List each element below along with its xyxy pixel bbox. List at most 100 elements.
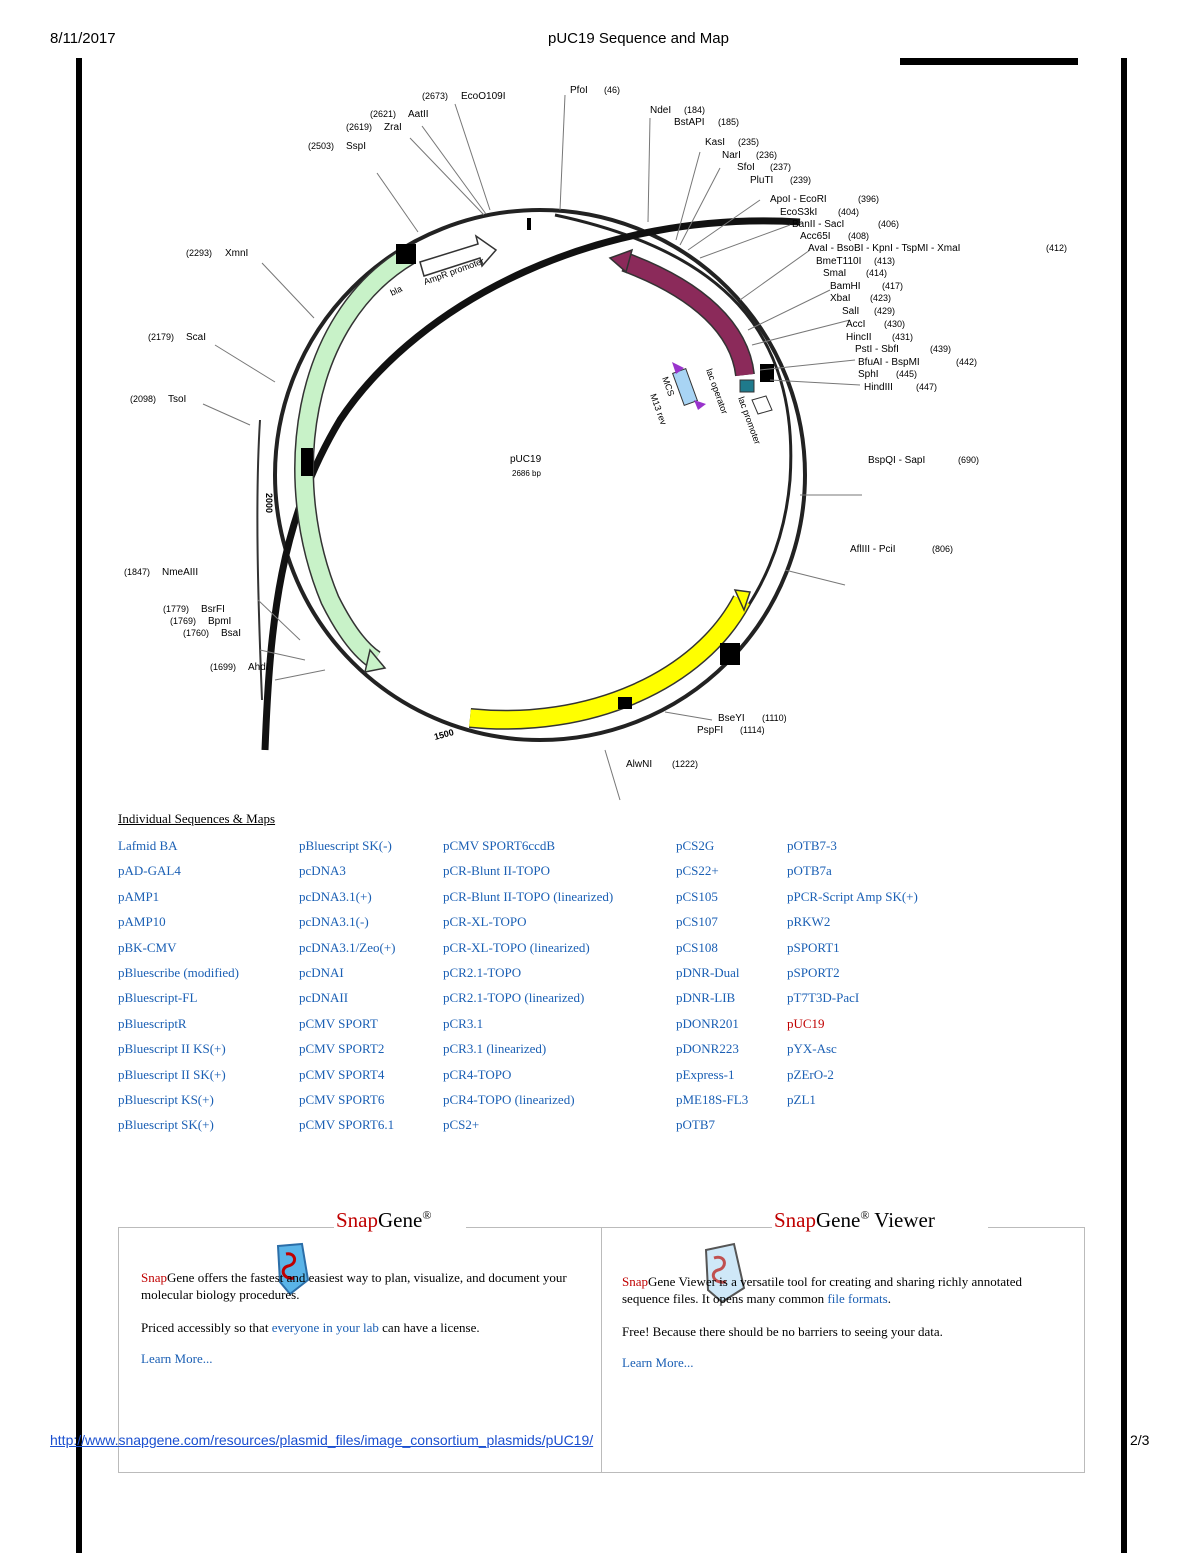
- plasmid-link[interactable]: pcDNA3.1/Zeo(+): [299, 939, 396, 955]
- plasmid-link[interactable]: pSPORT1: [787, 939, 840, 955]
- page-title: pUC19 Sequence and Map: [548, 30, 729, 47]
- plasmid-link[interactable]: pCMV SPORT2: [299, 1041, 385, 1057]
- snapgene-description: SnapGene offers the fastest and easiest …: [141, 1270, 567, 1302]
- site-label: HindIII: [864, 382, 893, 393]
- site-label: SalI: [842, 306, 859, 317]
- plasmid-link[interactable]: pCR3.1: [443, 1015, 484, 1031]
- plasmid-link[interactable]: Lafmid BA: [118, 838, 178, 853]
- site-label: XbaI: [830, 293, 851, 304]
- site-label: (417): [882, 281, 903, 291]
- plasmid-link[interactable]: pcDNAII: [299, 990, 349, 1006]
- plasmid-link[interactable]: pPCR-Script Amp SK(+): [787, 888, 918, 904]
- plasmid-link[interactable]: pCS107: [676, 914, 718, 930]
- plasmid-link[interactable]: pBluescriptR: [118, 1015, 187, 1031]
- plasmid-link[interactable]: pCMV SPORT4: [299, 1066, 385, 1082]
- marker-block: [301, 448, 313, 476]
- plasmid-link[interactable]: pCS105: [676, 888, 718, 904]
- plasmid-link[interactable]: pcDNA3.1(-): [299, 914, 369, 930]
- plasmid-link[interactable]: pcDNA3: [299, 863, 346, 879]
- plasmid-link[interactable]: pCR-XL-TOPO (linearized): [443, 939, 590, 955]
- site-label: (447): [916, 382, 937, 392]
- plasmid-link[interactable]: pCS108: [676, 939, 718, 955]
- site-label: (690): [958, 455, 979, 465]
- plasmid-link[interactable]: pCMV SPORT6ccdB: [443, 838, 556, 853]
- plasmid-link[interactable]: pCR-Blunt II-TOPO: [443, 863, 551, 879]
- plasmid-link[interactable]: pCS2G: [676, 838, 715, 853]
- site-label: (1222): [672, 759, 698, 769]
- plasmid-link[interactable]: pcDNA3.1(+): [299, 888, 372, 904]
- plasmid-link[interactable]: pT7T3D-PacI: [787, 990, 860, 1006]
- plasmid-link[interactable]: pCR4-TOPO (linearized): [443, 1091, 575, 1107]
- site-label: (1110): [762, 713, 787, 723]
- ampr-promoter-arrow: [419, 234, 498, 277]
- plasmid-link[interactable]: pDONR223: [676, 1041, 739, 1057]
- site-label: TsoI: [168, 394, 186, 405]
- plasmid-link[interactable]: pRKW2: [787, 914, 831, 930]
- site-label: AvaI - BsoBI - KpnI - TspMI - XmaI: [808, 243, 960, 254]
- plasmid-link[interactable]: pBK-CMV: [118, 939, 177, 955]
- plasmid-link[interactable]: pOTB7: [676, 1117, 715, 1133]
- plasmid-link[interactable]: pCR4-TOPO: [443, 1066, 512, 1082]
- viewer-description: SnapGene Viewer is a versatile tool for …: [622, 1274, 1023, 1306]
- site-leader-lines: [202, 94, 862, 801]
- marker-block: [527, 218, 531, 230]
- plasmid-link[interactable]: pME18S-FL3: [676, 1091, 749, 1107]
- plasmid-link[interactable]: pBluescript SK(-): [299, 838, 392, 853]
- plasmid-link[interactable]: pBluescript SK(+): [118, 1117, 214, 1133]
- site-label: (235): [738, 137, 759, 147]
- plasmid-link[interactable]: pZL1: [787, 1091, 816, 1107]
- site-label: (2673): [422, 91, 448, 101]
- plasmid-link[interactable]: pAD-GAL4: [118, 863, 181, 879]
- plasmid-link[interactable]: pBluescript II SK(+): [118, 1066, 226, 1082]
- plasmid-link[interactable]: pCS2+: [443, 1117, 480, 1133]
- plasmid-link[interactable]: pBluescript II KS(+): [118, 1041, 226, 1057]
- plasmid-link[interactable]: pcDNAI: [299, 964, 344, 980]
- plasmid-link[interactable]: pBluescript-FL: [118, 990, 198, 1006]
- file-formats-link[interactable]: file formats: [827, 1291, 888, 1306]
- site-label: (429): [874, 306, 895, 316]
- plasmid-link[interactable]: pOTB7a: [787, 863, 832, 879]
- marker-block: [618, 697, 632, 709]
- backbone-swirl: [261, 217, 801, 751]
- plasmid-link[interactable]: pAMP10: [118, 914, 166, 930]
- plasmid-link[interactable]: pExpress-1: [676, 1066, 735, 1082]
- site-label: (414): [866, 268, 887, 278]
- site-label: Acc65I: [800, 231, 831, 242]
- site-label: AlwNI: [626, 759, 652, 770]
- plasmid-link[interactable]: pUC19: [787, 1015, 825, 1031]
- site-label: HincII: [846, 332, 872, 343]
- plasmid-link[interactable]: pCMV SPORT6: [299, 1091, 385, 1107]
- site-label: AhdI: [248, 662, 269, 673]
- plasmid-link[interactable]: pDONR201: [676, 1015, 739, 1031]
- site-label: BseYI: [718, 713, 745, 724]
- snapgene-learn-more-link[interactable]: Learn More...: [141, 1351, 213, 1366]
- plasmid-link[interactable]: pOTB7-3: [787, 838, 837, 853]
- plasmid-link[interactable]: pCR-XL-TOPO: [443, 914, 527, 930]
- site-label: (239): [790, 175, 811, 185]
- plasmid-link[interactable]: pCR-Blunt II-TOPO (linearized): [443, 888, 614, 904]
- plasmid-link[interactable]: pBluescribe (modified): [118, 964, 239, 980]
- site-label: (1847): [124, 567, 150, 577]
- plasmid-link[interactable]: pAMP1: [118, 888, 160, 904]
- plasmid-column: pCS2G pCS22+ pCS105 pCS107 pCS108 pDNR-Dual pD…: [676, 833, 748, 1138]
- plasmid-link[interactable]: pCR2.1-TOPO (linearized): [443, 990, 585, 1006]
- everyone-in-your-lab-link[interactable]: everyone in your lab: [271, 1320, 379, 1335]
- plasmid-link[interactable]: pCS22+: [676, 863, 719, 879]
- site-label: ApoI - EcoRI: [770, 194, 827, 205]
- plasmid-link[interactable]: pCR3.1 (linearized): [443, 1041, 547, 1057]
- plasmid-link[interactable]: pCMV SPORT: [299, 1015, 378, 1031]
- plasmid-link[interactable]: pCR2.1-TOPO: [443, 964, 522, 980]
- source-url-link[interactable]: http://www.snapgene.com/resources/plasmi…: [50, 1432, 594, 1448]
- site-label: (236): [756, 150, 777, 160]
- site-label: (430): [884, 319, 905, 329]
- viewer-learn-more-link[interactable]: Learn More...: [622, 1355, 694, 1370]
- plasmid-link[interactable]: pSPORT2: [787, 964, 840, 980]
- site-label: (2293): [186, 248, 212, 258]
- ampr-short-label: bla: [389, 284, 404, 298]
- plasmid-link[interactable]: pYX-Asc: [787, 1041, 837, 1057]
- plasmid-link[interactable]: pDNR-Dual: [676, 964, 740, 980]
- plasmid-link[interactable]: pZErO-2: [787, 1066, 834, 1082]
- plasmid-link[interactable]: pBluescript KS(+): [118, 1091, 214, 1107]
- plasmid-link[interactable]: pDNR-LIB: [676, 990, 736, 1006]
- plasmid-link[interactable]: pCMV SPORT6.1: [299, 1117, 395, 1133]
